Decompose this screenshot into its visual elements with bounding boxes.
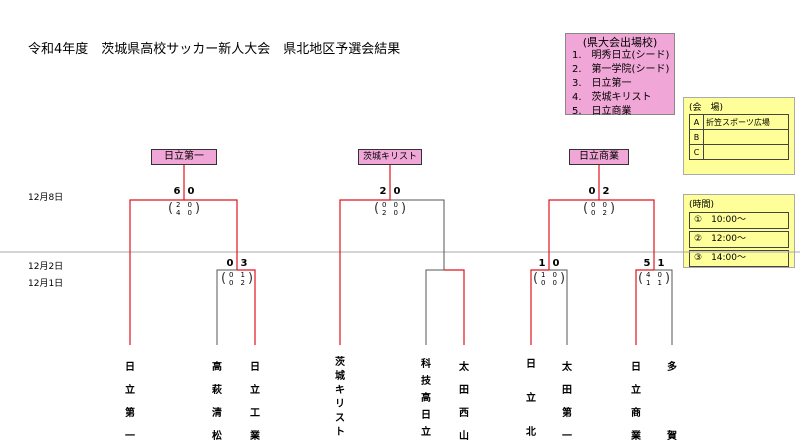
score-right: 0 [552,258,560,269]
score-bracket-close: ) [248,271,254,286]
half-score: 2 0 [382,209,398,217]
team-name: 科技高日立 [421,359,431,438]
venue-table: A 折笠スポーツ広場 B C [689,114,789,160]
page-title: 令和4年度 茨城県高校サッカー新人大会 県北地区予選会結果 [28,42,401,57]
match-score-r1: 0 3 [221,258,253,269]
time-slot: ① 10:00～ [689,212,789,229]
score-left: 0 [588,186,596,197]
half-scores: 1 0 0 0 [540,271,558,287]
time-slot: ③ 14:00～ [689,250,789,267]
half-score: 2 0 [176,201,192,209]
score-bracket-close: ) [560,271,566,286]
venue-name [703,144,789,160]
winner-badge: 茨城キリスト [358,149,422,165]
time-box: (時間) ① 10:00～ ② 12:00～ ③ 14:00～ [683,194,795,268]
score-bracket-close: ) [195,201,201,216]
score-left: 1 [538,258,546,269]
score-left: 5 [643,258,651,269]
team-name: 日立工業 [250,362,260,442]
time-heading: (時間) [689,200,715,210]
venue-box: (会 場) A 折笠スポーツ広場 B C [683,97,795,175]
score-right: 0 [393,186,401,197]
match-score-f2: 2 0 [374,186,406,197]
team-name: 日立北 [526,359,536,438]
half-score: 4 0 [176,209,192,217]
bracket-win-line [184,199,238,270]
score-bracket-open: ( [168,201,174,216]
half-score: 1 1 [646,279,662,287]
team-name: 太田第一 [562,362,572,442]
score-right: 1 [657,258,665,269]
qualified-schools-box: (県大会出場校) 1. 明秀日立(シード) 2. 第一学院(シード) 3. 日立… [565,33,675,117]
team-name: 太田西山 [459,362,469,442]
score-right: 2 [602,186,610,197]
team-name: 日立第一 [125,362,135,442]
half-score: 1 0 [541,271,557,279]
half-score: 0 1 [229,271,245,279]
score-right: 0 [187,186,195,197]
score-left: 6 [173,186,181,197]
match-score-f3: 0 2 [583,186,615,197]
score-bracket-open: ( [638,271,644,286]
winner-badge: 日立第一 [151,149,217,165]
score-left: 0 [226,258,234,269]
score-bracket-open: ( [221,271,227,286]
bracket-win-line [237,269,256,345]
qualified-item: 5. 日立商業 [572,106,632,117]
half-score: 0 0 [541,279,557,287]
bracket-lose-line [390,199,445,270]
qualified-item: 2. 第一学院(シード) [572,64,670,75]
date-label: 12月8日 [28,193,64,203]
bracket-win-line [339,165,391,345]
bracket-win-line [129,165,185,345]
half-scores: 2 0 4 0 [175,201,193,217]
half-score: 0 2 [229,279,245,287]
bracket-win-line [444,269,465,345]
time-slot: ② 12:00～ [689,231,789,248]
bracket-win-line [548,165,600,270]
bracket-win-line [530,269,549,345]
bracket-lose-line [654,269,673,345]
team-name: 高萩清松 [212,362,222,442]
match-score-r3: 5 1 [638,258,670,269]
bracket-win-line [599,199,655,270]
team-name: 多賀 [667,362,677,442]
date-label: 12月1日 [28,279,64,289]
bracket-lose-line [549,269,568,345]
half-score: 4 0 [646,271,662,279]
half-scores: 0 0 2 0 [381,201,399,217]
match-score-r2: 1 0 [533,258,565,269]
bracket-lose-line [425,269,444,345]
score-right: 3 [240,258,248,269]
team-name: 茨城キリスト [335,357,345,438]
half-scores: 0 0 0 2 [590,201,608,217]
score-bracket-open: ( [374,201,380,216]
score-bracket-close: ) [610,201,616,216]
qualified-item: 3. 日立第一 [572,78,632,89]
qualified-heading: (県大会出場校) [582,36,658,49]
qualified-item: 1. 明秀日立(シード) [572,50,670,61]
date-label: 12月2日 [28,262,64,272]
half-scores: 0 1 0 2 [228,271,246,287]
score-bracket-close: ) [665,271,671,286]
half-scores: 4 0 1 1 [645,271,663,287]
score-bracket-close: ) [401,201,407,216]
team-name: 日立商業 [631,362,641,442]
half-score: 0 0 [591,201,607,209]
match-score-f1: 6 0 [168,186,200,197]
winner-badge: 日立商業 [569,149,629,165]
bracket-lose-line [216,269,237,345]
bracket-win-line [635,269,654,345]
score-bracket-open: ( [533,271,539,286]
score-left: 2 [379,186,387,197]
half-score: 0 2 [591,209,607,217]
venue-heading: (会 場) [689,103,724,113]
score-bracket-open: ( [583,201,589,216]
qualified-item: 4. 茨城キリスト [572,92,652,103]
half-score: 0 0 [382,201,398,209]
